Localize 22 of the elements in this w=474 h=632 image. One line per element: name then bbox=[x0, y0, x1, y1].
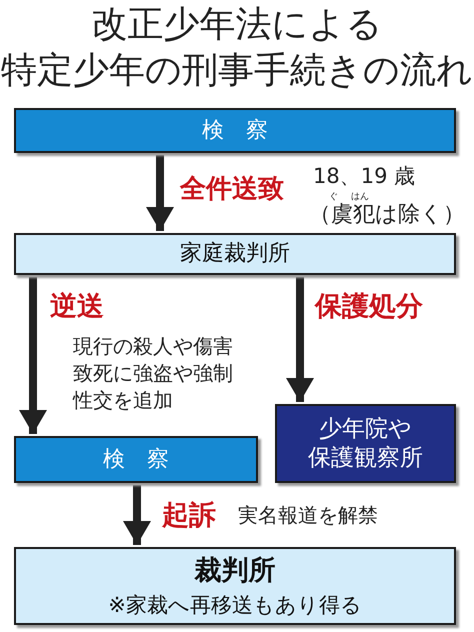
process-box: 検察 bbox=[14, 436, 258, 483]
process-box: 家庭裁判所 bbox=[14, 233, 456, 275]
arrow bbox=[123, 485, 151, 545]
arrow bbox=[146, 155, 174, 231]
arrow bbox=[19, 277, 47, 434]
process-box: 少年院や保護観察所 bbox=[275, 404, 456, 483]
box-heading: 裁判所 bbox=[194, 554, 276, 588]
edge-label: 逆送 bbox=[50, 293, 104, 320]
process-box bbox=[14, 547, 456, 625]
ruby-text: はん bbox=[351, 193, 369, 202]
ruby-text: ぐ bbox=[329, 193, 338, 202]
note-text: 実名報道を解禁 bbox=[238, 505, 378, 525]
edge-label: 全件送致 bbox=[180, 176, 284, 202]
note-text: （虞犯は除く） bbox=[309, 204, 465, 226]
title: 改正少年法による特定少年の刑事手続きの流れ bbox=[0, 3, 474, 93]
note-text: 18、19 歳 bbox=[313, 166, 416, 187]
process-box: 検察 bbox=[14, 108, 456, 153]
note-text: 現行の殺人や傷害致死に強盗や強制性交を追加 bbox=[73, 333, 234, 414]
box-note: ※家裁へ再移送もあり得る bbox=[108, 592, 362, 618]
arrow bbox=[286, 277, 314, 402]
edge-label: 起訴 bbox=[162, 502, 216, 529]
edge-label: 保護処分 bbox=[315, 293, 423, 320]
